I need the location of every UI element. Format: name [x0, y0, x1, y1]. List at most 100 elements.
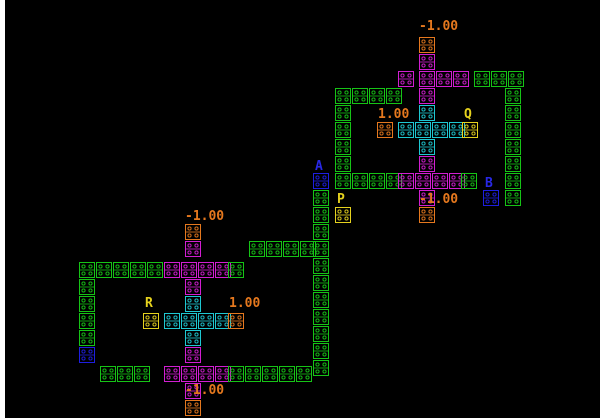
node-a-label: A [315, 160, 323, 174]
r-center-tile [186, 297, 201, 312]
wire-tile [97, 263, 112, 278]
q-bottom-row-tile [416, 174, 431, 189]
r-bottom-end-tile [186, 401, 201, 416]
wire-tile [314, 276, 329, 291]
wire-tile [284, 242, 299, 257]
wire-tile [80, 331, 95, 346]
wire-tile [267, 242, 282, 257]
wire-tile [506, 123, 521, 138]
r-top-end-tile [186, 225, 201, 240]
wire-tile [114, 263, 129, 278]
r-value-top: -1.00 [185, 210, 224, 224]
q-value-top: -1.00 [419, 20, 458, 34]
q-top-end-tile [420, 38, 435, 53]
p-letter: P [337, 193, 345, 207]
node-a-tile [314, 174, 329, 189]
wire-tile [101, 367, 116, 382]
r-center-tile [165, 314, 180, 329]
wire-tile [506, 174, 521, 189]
wire-tile [492, 72, 507, 87]
r-center-tile [199, 314, 214, 329]
q-bottom-end-tile [420, 208, 435, 223]
q-value-bottom: -1.00 [419, 193, 458, 207]
wire-tile [314, 225, 329, 240]
wire-tile [314, 361, 329, 376]
q-center-tile [416, 123, 431, 138]
q-top-row-tile [454, 72, 469, 87]
wire-tile [246, 367, 261, 382]
r-bottom-row-tile [199, 367, 214, 382]
wire-tile [148, 263, 163, 278]
r-bottom-row-tile [165, 367, 180, 382]
wire-tile [353, 89, 368, 104]
wire-tile [370, 174, 385, 189]
r-value-bottom: -1.00 [185, 384, 224, 398]
wire-tile [250, 242, 265, 257]
wire-tile [80, 297, 95, 312]
wire-tile [314, 293, 329, 308]
wire-tile [462, 174, 477, 189]
q-vertical-tile [420, 157, 435, 172]
q-left-end-tile [378, 123, 393, 138]
wire-tile [506, 191, 521, 206]
q-vertical-tile [420, 89, 435, 104]
wire-tile [131, 263, 146, 278]
wire-tile [336, 89, 351, 104]
wire-tile [336, 174, 351, 189]
wire-tile [506, 140, 521, 155]
wire-tile [314, 344, 329, 359]
wire-tile [509, 72, 524, 87]
wire-tile [135, 367, 150, 382]
wire-tile [387, 89, 402, 104]
r-vertical-tile [186, 242, 201, 257]
q-center-tile [433, 123, 448, 138]
r-top-row-tile [182, 263, 197, 278]
wire-tile [336, 140, 351, 155]
q-bottom-row-tile [433, 174, 448, 189]
r-value-right: 1.00 [229, 297, 260, 311]
r-vertical-tile [186, 280, 201, 295]
wire-tile [506, 157, 521, 172]
r-center-tile [182, 314, 197, 329]
r-letter: R [145, 297, 153, 311]
q-center-tile [420, 106, 435, 121]
wire-tile [336, 106, 351, 121]
wire-tile [263, 367, 278, 382]
node-c-tile [80, 348, 95, 363]
q-letter: Q [464, 108, 472, 122]
r-top-row-tile [165, 263, 180, 278]
wire-tile [118, 367, 133, 382]
wire-tile [370, 89, 385, 104]
wire-tile [80, 263, 95, 278]
r-top-row-tile [199, 263, 214, 278]
wire-tile [314, 327, 329, 342]
wire-tile [314, 191, 329, 206]
q-vertical-tile [420, 55, 435, 70]
q-bottom-row-tile [399, 174, 414, 189]
q-top-row-tile [437, 72, 452, 87]
r-left-end-tile [144, 314, 159, 329]
q-center-tile [420, 140, 435, 155]
wire-tile [475, 72, 490, 87]
circuit-board [5, 0, 600, 418]
node-b-label: B [485, 177, 493, 191]
wire-tile [314, 310, 329, 325]
wire-tile [314, 208, 329, 223]
q-vertical-tile [420, 72, 435, 87]
node-b-tile [484, 191, 499, 206]
wire-tile [297, 367, 312, 382]
wire-tile [280, 367, 295, 382]
wire-tile [314, 259, 329, 274]
wire-tile [353, 174, 368, 189]
p-end-tile [336, 208, 351, 223]
wire-tile [506, 89, 521, 104]
wire-tile [506, 106, 521, 121]
wire-tile [80, 280, 95, 295]
q-top-row-tile [399, 72, 414, 87]
q-center-tile [399, 123, 414, 138]
wire-tile [336, 157, 351, 172]
r-vertical-tile [186, 348, 201, 363]
r-center-tile [186, 331, 201, 346]
q-value-left: 1.00 [378, 108, 409, 122]
